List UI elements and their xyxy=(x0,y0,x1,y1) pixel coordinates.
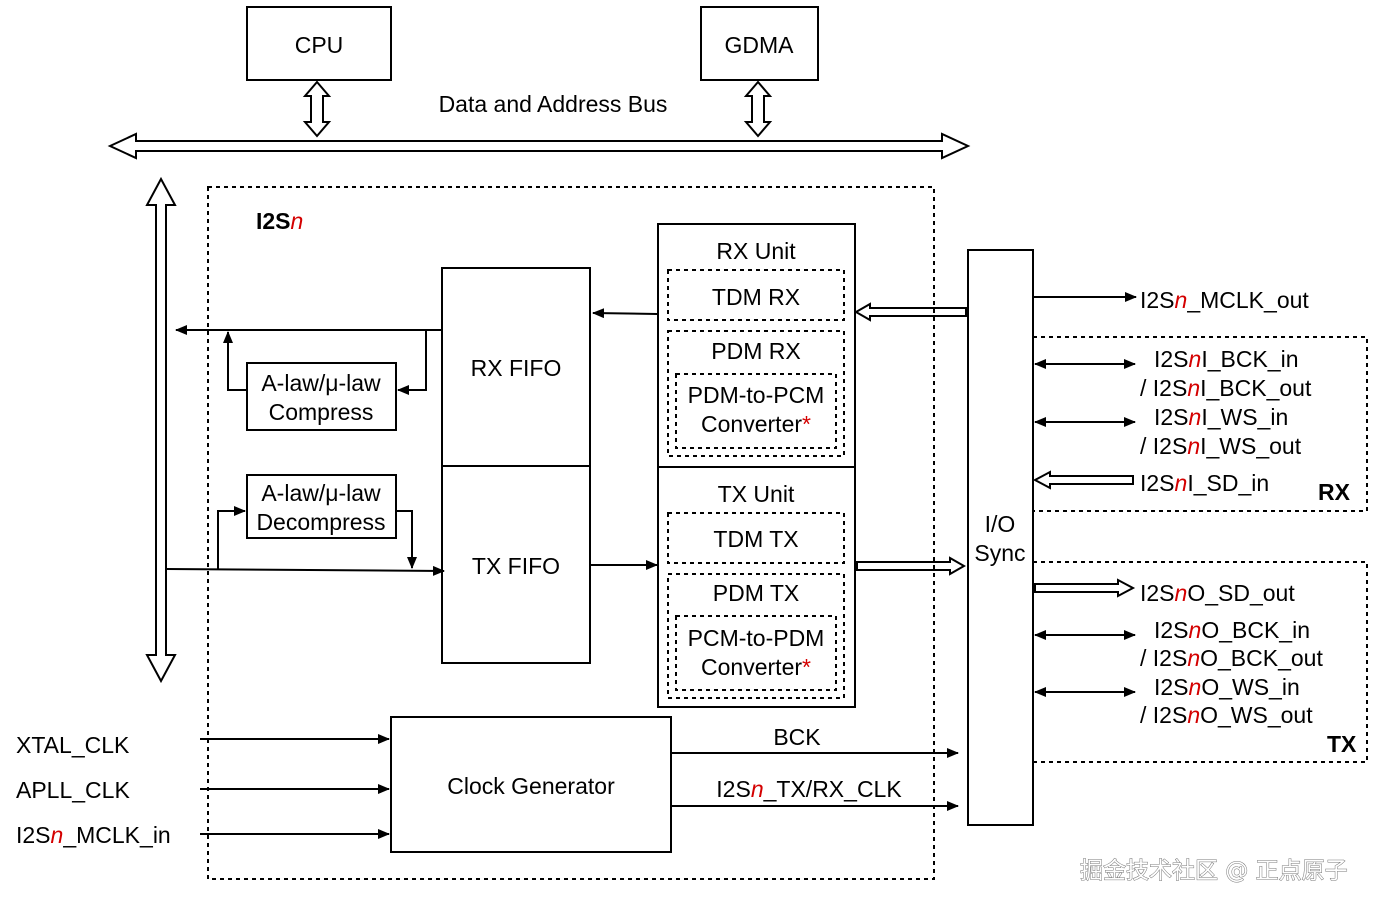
tdm-rx-label: TDM RX xyxy=(712,284,800,310)
pcm-to-pdm-label: PCM-to-PDM xyxy=(688,625,825,651)
compress-law-label: A-law/μ-law xyxy=(261,370,381,396)
i-bck-in-label: I2SnI_BCK_in xyxy=(1154,346,1299,372)
rx-group-label: RX xyxy=(1318,479,1351,505)
sd-in-arrow xyxy=(1032,470,1134,490)
i-sd-in-label: I2SnI_SD_in xyxy=(1140,470,1269,496)
tdm-tx-box xyxy=(667,512,845,564)
tx-to-io-arrow xyxy=(856,556,967,576)
cpu-box xyxy=(246,6,392,81)
tx-converter-label: Converter* xyxy=(701,654,811,680)
rx-fifo-label: RX FIFO xyxy=(471,355,562,381)
rx-unit-label: RX Unit xyxy=(716,238,796,264)
pdm-rx-label: PDM RX xyxy=(711,338,800,364)
bus-to-decompress xyxy=(217,506,246,569)
i2s-boundary xyxy=(207,186,935,880)
apll-clk-label: APLL_CLK xyxy=(16,777,130,803)
clock-generator-box xyxy=(390,716,672,853)
decompress-law-label: A-law/μ-law xyxy=(261,480,381,506)
gdma-bus-link xyxy=(743,80,773,138)
vertical-bus xyxy=(145,176,177,684)
xtal-clk-label: XTAL_CLK xyxy=(16,732,130,758)
pdm-tx-label: PDM TX xyxy=(713,580,799,606)
tdm-rx-box xyxy=(667,269,845,321)
gdma-box xyxy=(700,6,819,81)
io-label: I/O xyxy=(985,511,1016,537)
rx-converter-label: Converter* xyxy=(701,411,811,437)
mclk-out-label: I2Sn_MCLK_out xyxy=(1140,287,1309,313)
bck-label: BCK xyxy=(773,724,821,750)
watermark: 掘金技术社区 @ 正点原子 xyxy=(1080,858,1348,884)
pdm-to-pcm-box xyxy=(675,373,837,449)
cpu-bus-link xyxy=(302,80,332,138)
decompress-box xyxy=(246,474,397,539)
bus-label: Data and Address Bus xyxy=(439,91,668,117)
o-ws-out-label: / I2SnO_WS_out xyxy=(1140,702,1313,728)
i-ws-in-label: I2SnI_WS_in xyxy=(1154,404,1288,430)
rxunit-to-rxfifo xyxy=(592,308,658,319)
compress-box xyxy=(246,362,397,431)
mclk-in-label: I2Sn_MCLK_in xyxy=(16,822,171,848)
tx-fifo-label: TX FIFO xyxy=(472,553,560,579)
sync-label: Sync xyxy=(974,540,1025,566)
i-ws-out-label: / I2SnI_WS_out xyxy=(1140,433,1302,459)
compress-label: Compress xyxy=(269,399,374,425)
tx-unit-box xyxy=(657,466,856,708)
io-to-rx-arrow xyxy=(853,302,967,322)
o-ws-in-label: I2SnO_WS_in xyxy=(1154,674,1300,700)
tx-signal-group xyxy=(1032,561,1368,763)
bus-to-txfifo xyxy=(166,565,445,576)
clock-generator-label: Clock Generator xyxy=(447,773,615,799)
pdm-tx-box xyxy=(667,573,845,699)
gdma-label: GDMA xyxy=(725,32,795,58)
tdm-tx-label: TDM TX xyxy=(713,526,798,552)
cpu-label: CPU xyxy=(295,32,344,58)
pdm-rx-box xyxy=(667,330,845,457)
txrx-clk-label: I2Sn_TX/RX_CLK xyxy=(716,776,902,802)
decompress-to-txfifo xyxy=(396,510,417,569)
o-bck-out-label: / I2SnO_BCK_out xyxy=(1140,645,1323,671)
i-bck-out-label: / I2SnI_BCK_out xyxy=(1140,375,1312,401)
pcm-to-pdm-box xyxy=(675,615,837,691)
tx-group-label: TX xyxy=(1327,731,1357,757)
o-sd-out-label: I2SnO_SD_out xyxy=(1140,580,1295,606)
io-sync-box xyxy=(967,249,1034,826)
sd-out-arrow xyxy=(1034,578,1136,598)
pdm-to-pcm-label: PDM-to-PCM xyxy=(688,382,825,408)
tx-unit-label: TX Unit xyxy=(718,481,795,507)
i2s-title: I2Sn xyxy=(256,208,303,234)
compress-to-bus xyxy=(223,331,247,391)
rx-signal-group xyxy=(1032,336,1368,512)
data-address-bus xyxy=(107,132,971,160)
rxfifo-to-compress xyxy=(397,330,427,395)
decompress-label: Decompress xyxy=(256,509,385,535)
o-bck-in-label: I2SnO_BCK_in xyxy=(1154,617,1310,643)
